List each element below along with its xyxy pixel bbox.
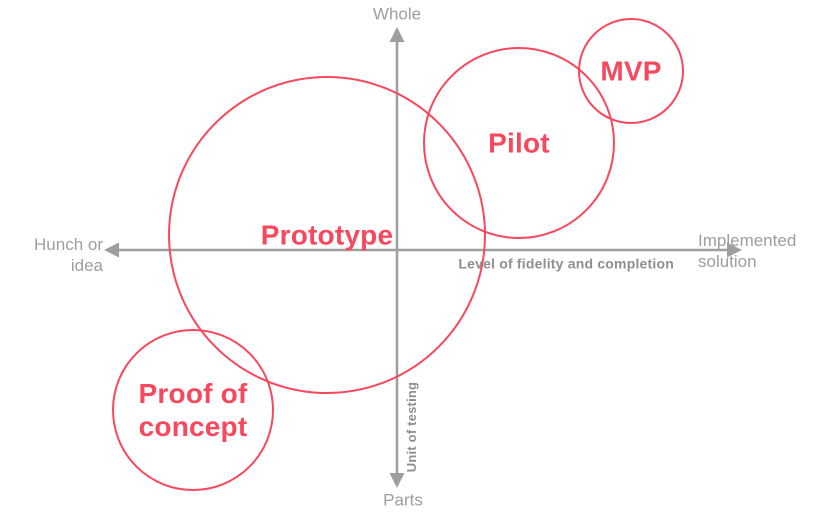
left-arrowhead-icon	[104, 242, 119, 258]
vertical-axis-top-label: Whole	[372, 4, 422, 24]
horizontal-axis-right-label: Implemented solution	[698, 230, 797, 271]
proof-of-concept-circle	[112, 329, 274, 491]
proof-of-concept-label: Proof of concept	[138, 377, 248, 442]
right-arrowhead-icon	[727, 242, 742, 258]
horizontal-axis-title: Level of fidelity and completion	[458, 255, 674, 272]
prototype-label: Prototype	[260, 219, 394, 251]
pilot-circle	[423, 47, 615, 239]
pilot-label: Pilot	[488, 127, 550, 159]
down-arrowhead-icon	[389, 473, 405, 488]
up-arrowhead-icon	[389, 27, 405, 42]
vertical-axis-bottom-label: Parts	[383, 490, 423, 510]
prototype-circle	[168, 76, 486, 394]
mvp-circle	[578, 18, 684, 124]
horizontal-axis-left-label: Hunch or idea	[34, 234, 103, 275]
vertical-axis-title: Unit of testing	[403, 381, 419, 473]
mvp-label: MVP	[600, 55, 662, 87]
